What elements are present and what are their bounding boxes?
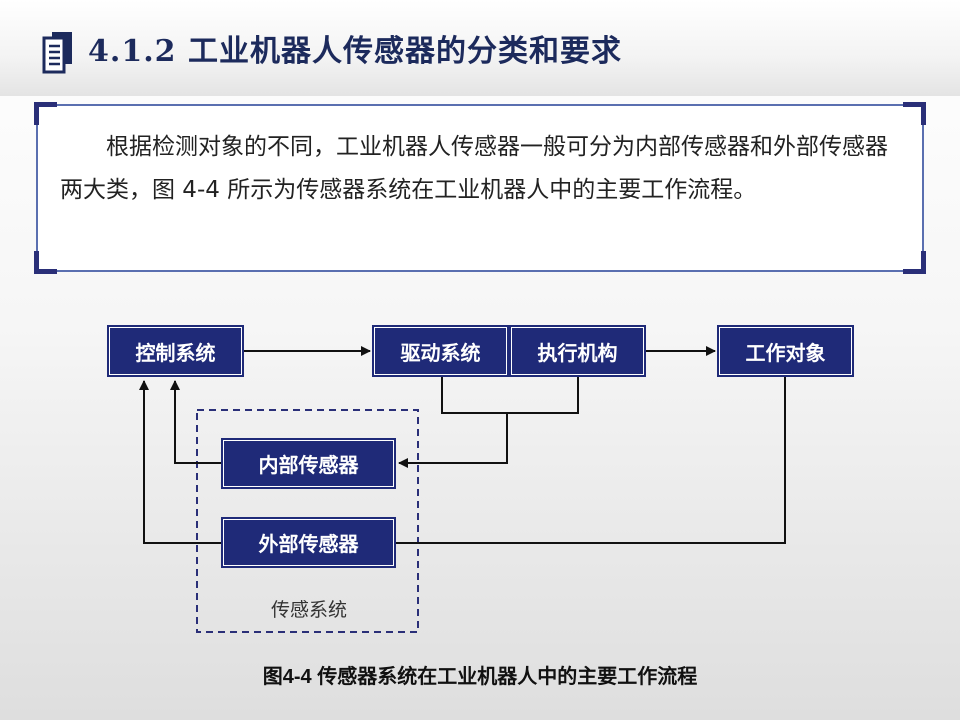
node-internal-sensor: 内部传感器: [221, 438, 396, 489]
corner-decoration: [34, 102, 57, 125]
node-external-sensor: 外部传感器: [221, 517, 396, 568]
line-object-to-external-sensor: [396, 377, 786, 544]
arrow-external-to-control: [139, 380, 221, 544]
corner-decoration: [34, 251, 57, 274]
corner-decoration: [903, 102, 926, 125]
page-title: 4.1.2 工业机器人传感器的分类和要求: [88, 34, 622, 69]
node-actuator: 执行机构: [509, 325, 646, 377]
title-bar: 4.1.2 工业机器人传感器的分类和要求: [0, 0, 960, 96]
intro-box: 根据检测对象的不同，工业机器人传感器一般可分为内部传感器和外部传感器两大类，图 …: [34, 102, 926, 274]
node-work-object: 工作对象: [717, 325, 854, 377]
intro-paragraph: 根据检测对象的不同，工业机器人传感器一般可分为内部传感器和外部传感器两大类，图 …: [60, 134, 888, 203]
node-drive-system: 驱动系统: [372, 325, 509, 377]
figure-caption: 图4-4 传感器系统在工业机器人中的主要工作流程: [262, 666, 698, 688]
sensing-system-group: [196, 409, 419, 633]
document-icon: [42, 32, 72, 74]
sensing-system-label: 传感系统: [270, 599, 347, 621]
node-control-system: 控制系统: [107, 325, 244, 377]
corner-decoration: [903, 251, 926, 274]
arrow-internal-to-control: [170, 380, 221, 464]
line-drive-actuator-feedback: [441, 377, 579, 414]
arrow-to-internal-sensor: [398, 413, 508, 468]
flow-connectors: [139, 346, 786, 633]
